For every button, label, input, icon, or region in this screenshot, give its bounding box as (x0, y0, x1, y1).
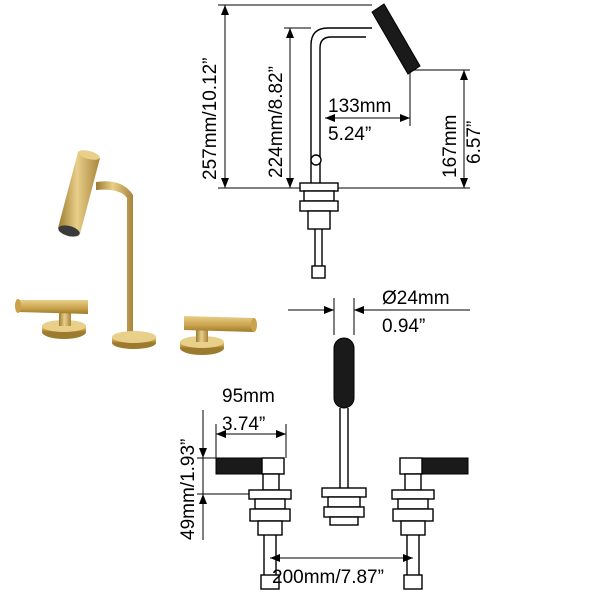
spout-shank (307, 210, 331, 230)
photo-right-handle (180, 316, 257, 355)
handle-height-label: 49mm/1.93” (178, 439, 199, 540)
front-left-lever-hub (261, 457, 285, 475)
handle-length-mm-label: 95mm (222, 386, 275, 407)
front-right-stem (404, 473, 422, 491)
handle-length-in-label: 3.74” (222, 414, 265, 435)
reach-mm-label: 133mm (328, 96, 391, 117)
front-left-stem (262, 473, 280, 491)
front-spout-nut (327, 496, 361, 508)
product-photo (15, 150, 257, 355)
front-right-mount (392, 508, 434, 522)
front-spout-flange (321, 487, 367, 498)
front-right-shank (400, 520, 426, 536)
diameter-in-label: 0.94” (382, 316, 425, 337)
front-right-lever-hub (399, 457, 423, 475)
spout-inner-line (319, 36, 366, 183)
front-right-lever (421, 457, 469, 475)
front-left-flange (248, 489, 292, 500)
photo-spout-base (112, 331, 156, 349)
spout-height-label: 224mm/8.82” (266, 66, 287, 178)
spread-label: 200mm/7.87” (272, 567, 384, 588)
front-left-mount (249, 508, 291, 522)
front-left-nut (254, 498, 286, 510)
front-spout-shank (329, 516, 359, 526)
total-height-label: 257mm/10.12” (200, 57, 221, 180)
front-left-shank (257, 520, 283, 536)
front-right-hose-end (403, 574, 423, 590)
front-view-drawing: Ø24mm 0.94” (178, 288, 470, 590)
spout-hose-end (311, 265, 326, 279)
outlet-height-in-label: 6.57” (464, 121, 485, 164)
spout-mount-nut (299, 200, 339, 212)
spout-nut (303, 190, 335, 202)
outlet-height-mm-label: 167mm (440, 115, 461, 178)
front-left-hose-end (260, 574, 280, 590)
spout-head-knurl (371, 3, 421, 75)
photo-spout-neck (96, 181, 133, 338)
front-left-lever (215, 457, 263, 475)
spout-fitting (310, 154, 322, 166)
front-spout-head (333, 337, 355, 409)
side-view-drawing: 257mm/10.12” 224mm/8.82” 133mm 5.24” 167… (200, 3, 485, 279)
reach-in-label: 5.24” (328, 124, 371, 145)
spout-outer-line (310, 27, 372, 183)
photo-left-handle (15, 299, 88, 339)
front-right-flange (391, 489, 435, 500)
front-spout-mount (323, 506, 365, 518)
photo-spout-head (58, 150, 100, 237)
spout-base-flange (299, 182, 339, 192)
diameter-mm-label: Ø24mm (382, 288, 450, 309)
front-right-nut (397, 498, 429, 510)
